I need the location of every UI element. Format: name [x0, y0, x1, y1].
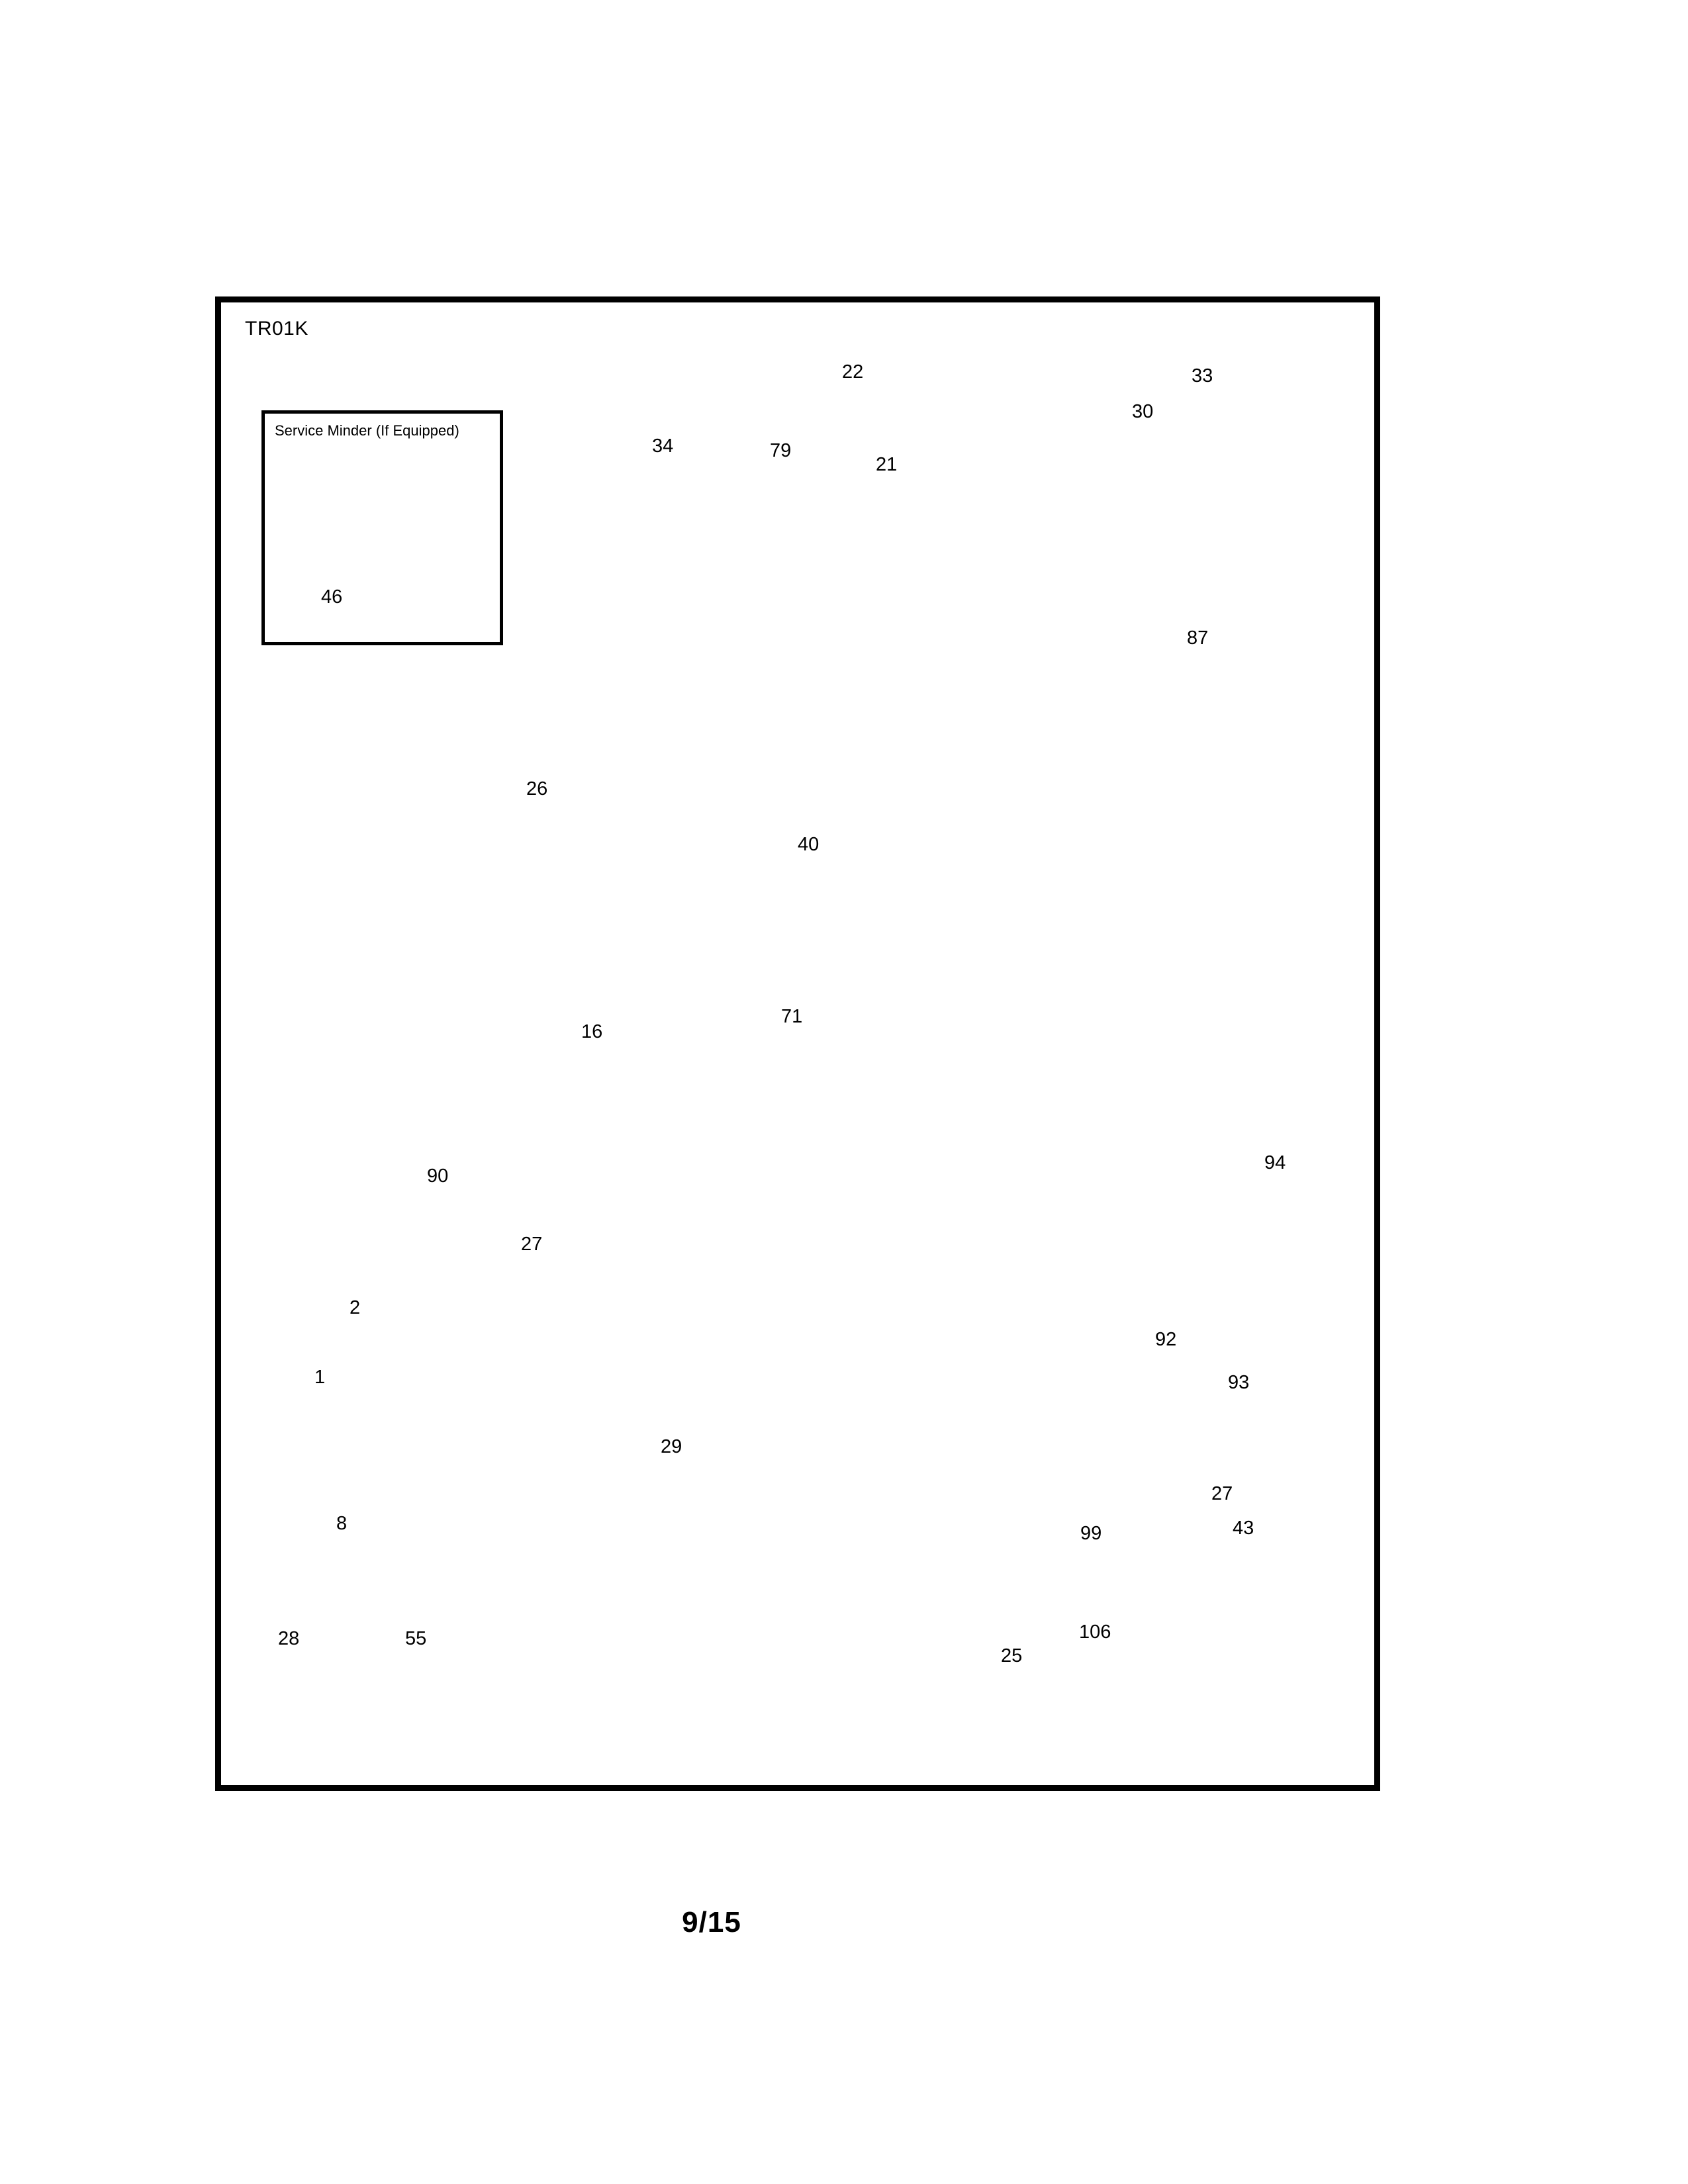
callout-relay: 87 — [1187, 627, 1209, 649]
callout-hex-nut-solenoid: 27 — [1211, 1483, 1233, 1504]
callout-screw: 93 — [1228, 1372, 1250, 1393]
page-number: 9/15 — [682, 1906, 741, 1938]
callout-headlight-harness: 79 — [770, 440, 792, 461]
callout-switch: 29 — [661, 1436, 682, 1457]
callout-ignition-key: 33 — [1192, 365, 1213, 387]
callout-clip: 106 — [1079, 1621, 1111, 1643]
model-code: TR01K — [245, 318, 308, 340]
callout-wire-assembly: 71 — [781, 1006, 803, 1027]
callout-ground-cable: 28 — [278, 1628, 300, 1649]
callout-bracket-assembly: 94 — [1264, 1152, 1286, 1173]
callout-connector-lead: 92 — [1155, 1329, 1177, 1350]
service-minder-inset-box — [261, 410, 503, 645]
callout-fuse-holder: 16 — [581, 1021, 603, 1042]
callout-screw-small: 99 — [1080, 1523, 1102, 1544]
callout-bolt-ground: 55 — [405, 1628, 427, 1649]
callout-terminal-component: 90 — [427, 1165, 449, 1187]
callout-hex-nut: 27 — [521, 1234, 543, 1255]
callout-connector: 26 — [526, 778, 548, 799]
callout-headlight-bulb: 22 — [842, 361, 864, 383]
callout-service-minder-module: 46 — [321, 586, 343, 608]
callout-solenoid-bracket: 43 — [1233, 1518, 1254, 1539]
callout-ignition-switch: 30 — [1132, 401, 1154, 422]
callout-headlight-wire: 21 — [876, 454, 898, 475]
callout-battery-tray: 8 — [336, 1513, 348, 1534]
service-minder-inset-title: Service Minder (If Equipped) — [275, 422, 459, 439]
callout-battery: 1 — [314, 1367, 326, 1388]
callout-main-wiring-harness: 40 — [798, 834, 820, 855]
callout-battery-cable: 25 — [1001, 1645, 1023, 1666]
callout-bolt: 2 — [350, 1297, 361, 1318]
page-footer: 9/15 — [0, 1906, 1688, 1939]
callout-headlight-switch: 34 — [652, 435, 674, 457]
